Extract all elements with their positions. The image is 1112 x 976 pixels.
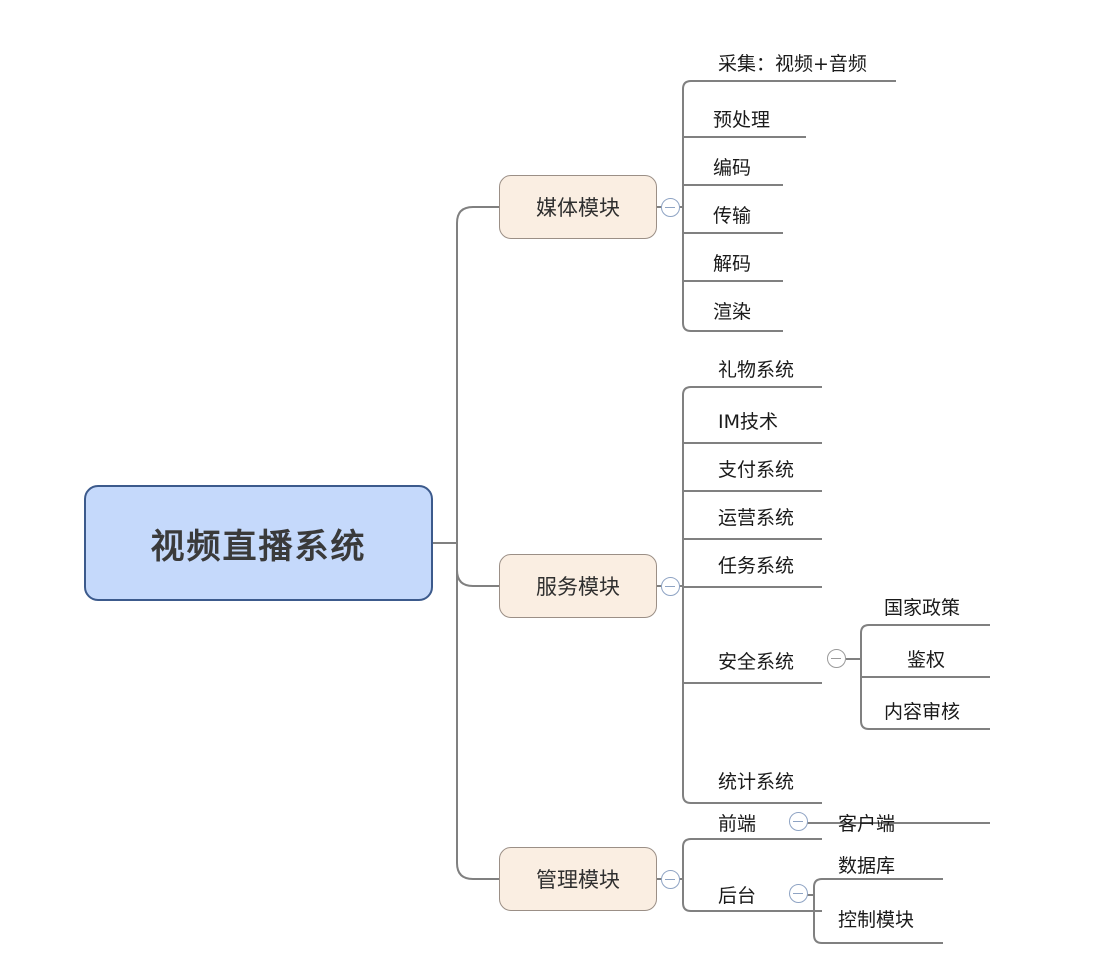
branch-node-media[interactable]: 媒体模块: [499, 175, 657, 239]
leaf-node-capture[interactable]: 采集：视频+音频: [718, 46, 867, 78]
leaf-node-content-review[interactable]: 内容审核: [884, 694, 960, 726]
branch-node-service[interactable]: 服务模块: [499, 554, 657, 618]
leaf-node-national-policy[interactable]: 国家政策: [884, 590, 960, 622]
branch-node-service-label: 服务模块: [536, 575, 620, 599]
leaf-label: 安全系统: [718, 650, 795, 673]
leaf-label: 支付系统: [718, 458, 795, 481]
leaf-node-payment-system[interactable]: 支付系统: [718, 452, 794, 484]
leaf-node-security-system[interactable]: 安全系统: [718, 644, 794, 676]
root-node[interactable]: 视频直播系统: [84, 485, 433, 601]
leaf-label: 编码: [713, 156, 752, 179]
leaf-label: 前端: [718, 812, 757, 835]
leaf-node-authentication[interactable]: 鉴权: [907, 642, 945, 674]
leaf-node-statistics-system[interactable]: 统计系统: [718, 764, 794, 796]
leaf-node-client[interactable]: 客户端: [838, 806, 895, 838]
collapse-toggle-frontend-icon[interactable]: [789, 812, 808, 831]
branch-node-management-label: 管理模块: [536, 868, 620, 892]
leaf-label: 国家政策: [884, 596, 961, 619]
leaf-node-transmit[interactable]: 传输: [713, 198, 751, 230]
leaf-node-render[interactable]: 渲染: [713, 294, 751, 326]
leaf-node-gift-system[interactable]: 礼物系统: [718, 352, 794, 384]
leaf-label: 采集：视频+音频: [718, 52, 867, 75]
collapse-toggle-service-icon[interactable]: [661, 577, 680, 596]
leaf-node-preprocess[interactable]: 预处理: [713, 102, 770, 134]
leaf-node-frontend[interactable]: 前端: [718, 806, 756, 838]
leaf-label: 数据库: [838, 854, 896, 877]
leaf-label: 传输: [713, 204, 752, 227]
collapse-toggle-media-icon[interactable]: [661, 198, 680, 217]
leaf-label: 鉴权: [907, 648, 946, 671]
leaf-label: 渲染: [713, 300, 752, 323]
leaf-label: 解码: [713, 252, 752, 275]
leaf-node-encode[interactable]: 编码: [713, 150, 751, 182]
branch-node-management[interactable]: 管理模块: [499, 847, 657, 911]
collapse-toggle-security-icon[interactable]: [827, 649, 846, 668]
leaf-label: 控制模块: [838, 908, 915, 931]
leaf-node-task-system[interactable]: 任务系统: [718, 548, 794, 580]
branch-node-media-label: 媒体模块: [536, 196, 620, 220]
collapse-toggle-backend-icon[interactable]: [789, 884, 808, 903]
leaf-node-control-module[interactable]: 控制模块: [838, 902, 914, 934]
leaf-node-database[interactable]: 数据库: [838, 848, 895, 880]
root-node-label: 视频直播系统: [150, 526, 367, 567]
collapse-toggle-management-icon[interactable]: [661, 870, 680, 889]
leaf-label: 后台: [718, 884, 757, 907]
leaf-node-im-tech[interactable]: IM技术: [718, 404, 778, 436]
leaf-label: 预处理: [713, 108, 771, 131]
leaf-label: 统计系统: [718, 770, 795, 793]
leaf-node-backend[interactable]: 后台: [718, 878, 756, 910]
leaf-node-decode[interactable]: 解码: [713, 246, 751, 278]
leaf-label: 任务系统: [718, 554, 795, 577]
leaf-label: 礼物系统: [718, 358, 795, 381]
leaf-node-operation-system[interactable]: 运营系统: [718, 500, 794, 532]
leaf-label: 客户端: [838, 812, 896, 835]
leaf-label: 内容审核: [884, 700, 961, 723]
leaf-label: 运营系统: [718, 506, 795, 529]
leaf-label: IM技术: [718, 410, 778, 433]
